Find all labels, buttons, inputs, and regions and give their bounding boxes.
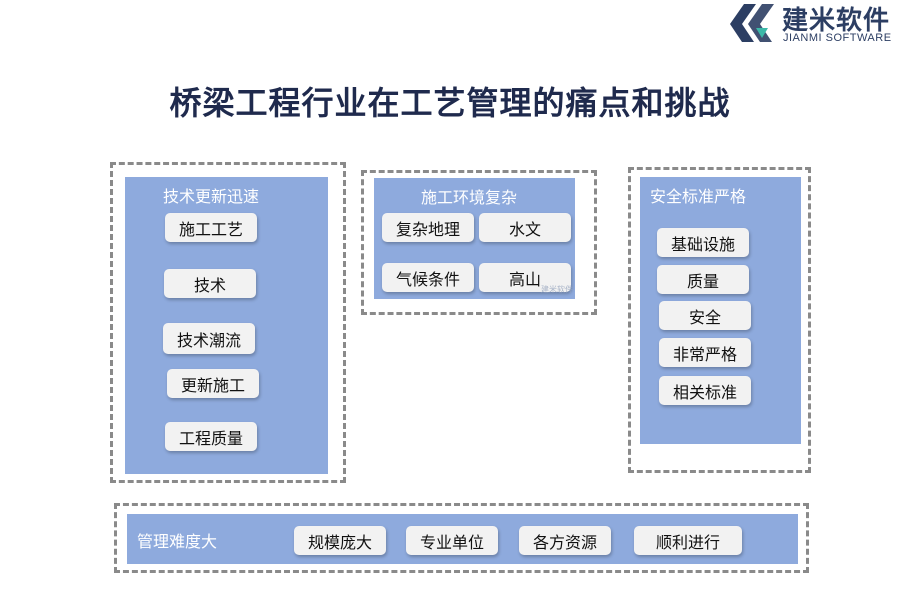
safety-group-title: 安全标准严格 <box>650 187 747 206</box>
tech-group-panel: 技术更新迅速 施工工艺 技术 技术潮流 更新施工 工程质量 <box>125 177 328 474</box>
safety-group-panel: 安全标准严格 基础设施 质量 安全 非常严格 相关标准 <box>640 177 801 444</box>
management-group-frame <box>114 503 809 573</box>
tech-item: 技术潮流 <box>163 323 255 354</box>
safety-item: 安全 <box>659 301 751 330</box>
management-item: 专业单位 <box>406 526 498 555</box>
management-item: 规模庞大 <box>294 526 386 555</box>
safety-group-frame <box>628 167 811 473</box>
tech-group-frame <box>110 162 346 483</box>
safety-item: 基础设施 <box>657 228 749 257</box>
watermark: 建米软件 <box>541 285 573 294</box>
management-group-title: 管理难度大 <box>137 532 218 551</box>
tech-item: 施工工艺 <box>165 213 257 242</box>
management-item: 顺利进行 <box>634 526 742 555</box>
environment-item: 气候条件 <box>382 263 474 292</box>
environment-group-frame <box>361 170 597 315</box>
safety-item: 非常严格 <box>659 338 751 367</box>
tech-group-title: 技术更新迅速 <box>163 187 260 206</box>
environment-item: 复杂地理 <box>382 213 474 242</box>
page-title: 桥梁工程行业在工艺管理的痛点和挑战 <box>169 84 731 122</box>
logo-mark-icon <box>730 4 774 42</box>
management-item: 各方资源 <box>519 526 611 555</box>
logo-name-cn: 建米软件 <box>782 6 891 36</box>
safety-item: 相关标准 <box>659 376 751 405</box>
environment-group-panel: 施工环境复杂 复杂地理 水文 气候条件 高山 <box>374 178 575 299</box>
brand-logo: 建米软件 JIANMI SOFTWARE <box>726 2 896 46</box>
environment-item: 水文 <box>479 213 571 242</box>
management-group-panel: 管理难度大 规模庞大 专业单位 各方资源 顺利进行 <box>127 514 798 564</box>
tech-item: 技术 <box>164 269 256 298</box>
tech-item: 工程质量 <box>165 422 257 451</box>
environment-item: 高山 <box>479 263 571 292</box>
environment-group-title: 施工环境复杂 <box>421 188 518 207</box>
logo-name-en: JIANMI SOFTWARE <box>783 32 892 44</box>
tech-item: 更新施工 <box>167 369 259 398</box>
safety-item: 质量 <box>657 265 749 294</box>
